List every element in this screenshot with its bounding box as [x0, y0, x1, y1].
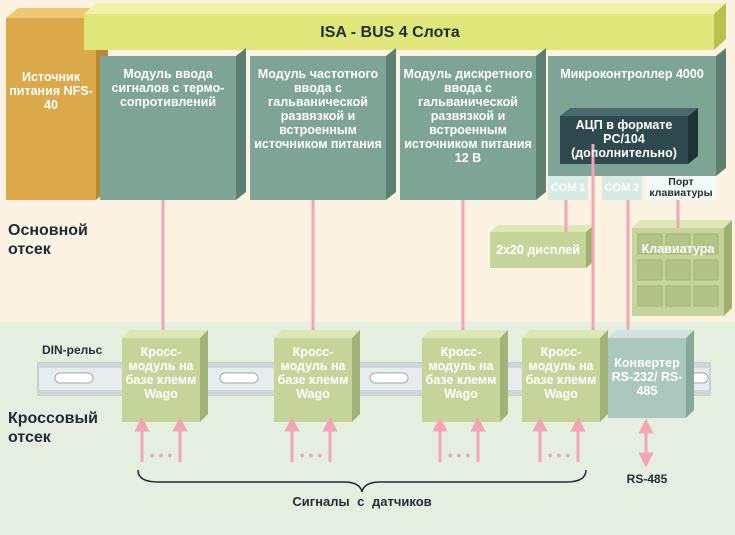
dots-2: • • •	[299, 447, 323, 463]
main-compartment-label: Основной отсек	[8, 222, 88, 258]
cross-module-label-2: Кросс-модуль на базе клемм Wago	[277, 345, 349, 401]
module-label-1: Модуль ввода сигналов с термо-сопротивле…	[111, 67, 225, 109]
cross-module-box-3	[422, 330, 508, 422]
module-box-3	[400, 48, 546, 200]
keyboard-port-label: Порт клавиатуры	[649, 176, 713, 199]
module-box-2	[250, 48, 396, 200]
rs485-label: RS-485	[626, 472, 668, 486]
cross-module-label-1: Кросс-модуль на базе клемм Wago	[125, 345, 197, 401]
connectors	[161, 144, 680, 336]
adc-label: АЦП в формате PC/104 (дополнительно)	[571, 118, 677, 160]
display-label: 2х20 дисплей	[496, 243, 580, 257]
cross-module-box-4	[522, 330, 608, 422]
isa-bus-bar	[84, 3, 726, 50]
signals-brace	[137, 469, 587, 493]
cross-module-label-4: Кросс-модуль на базе клемм Wago	[525, 345, 597, 401]
cross-module-box-2	[274, 330, 360, 422]
keyboard-label: Клавиатура	[641, 242, 715, 256]
signal-arrows	[134, 416, 586, 462]
cross-module-box-1	[122, 330, 208, 422]
bus-title: ISA - BUS 4 Слота	[320, 24, 460, 41]
module-label-2: Модуль частотного ввода с гальванической…	[254, 67, 382, 151]
converter-box	[608, 330, 694, 418]
module-label-3: Модуль дискретного ввода с гальваническо…	[403, 67, 533, 165]
display-block	[490, 225, 594, 268]
signals-label: Сигналы с датчиков	[292, 494, 432, 509]
dots-4: • • •	[547, 447, 571, 463]
mcu-label: Микроконтроллер 4000	[560, 67, 704, 81]
com1-label: COM 1	[550, 182, 586, 194]
com2-label: COM 2	[604, 182, 640, 194]
keyboard-block	[632, 220, 732, 316]
module-box-1	[100, 48, 246, 200]
din-rail-label: DIN-рельс	[42, 343, 103, 357]
cross-compartment-label: Кроссовый отсек	[8, 410, 99, 446]
dots-1: • • •	[149, 447, 173, 463]
mcu-box	[548, 48, 726, 200]
dots-3: • • •	[447, 447, 471, 463]
converter-label: Конвертер RS-232/ RS-485	[611, 356, 683, 398]
power-supply-block	[6, 8, 108, 200]
cross-module-label-3: Кросс-модуль на базе клемм Wago	[425, 345, 497, 401]
power-supply-label: Источник питания NFS-40	[9, 70, 93, 112]
